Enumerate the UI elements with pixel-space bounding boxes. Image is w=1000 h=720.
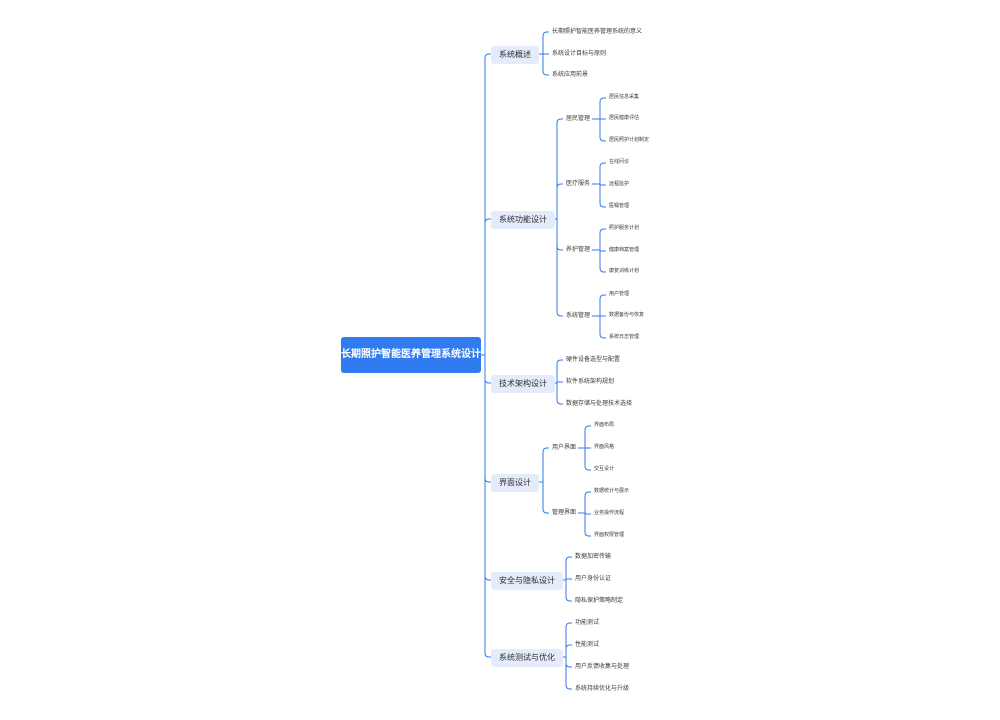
root-title: 长期照护智能医养管理系统设计 [341,349,481,360]
topic-node[interactable]: 性能测试 [575,641,600,648]
leaf-node[interactable]: 交互设计 [594,466,615,472]
topic-node[interactable]: 用户反馈收集与处理 [575,663,630,670]
subbranch-system-mgmt[interactable]: 系统管理 [566,312,591,319]
root-connector [481,53,491,658]
sysmgmt-connector [592,294,606,339]
leaf-node[interactable]: 系统日志管理 [609,334,640,340]
branch-testing-optimization[interactable]: 系统测试与优化 [491,649,563,667]
leaf-node[interactable]: 照护服务计划 [609,225,640,231]
care-connector [592,228,606,273]
topic-node[interactable]: 系统设计目标与原则 [552,50,607,57]
branch-tech-architecture[interactable]: 技术架构设计 [491,375,555,393]
branch-security-privacy[interactable]: 安全与隐私设计 [491,572,563,590]
root-node[interactable]: 长期照护智能医养管理系统设计 [341,337,481,373]
leaf-node[interactable]: 健康档案管理 [609,247,640,253]
resident-connector [592,97,606,142]
leaf-node[interactable]: 用户管理 [609,291,630,297]
leaf-node[interactable]: 居民信息采集 [609,94,640,100]
ui-connector [578,425,591,471]
topic-node[interactable]: 系统持续优化与升级 [575,685,630,692]
leaf-node[interactable]: 界面风格 [594,444,615,450]
leaf-node[interactable]: 医嘱管理 [609,203,630,209]
interface-connector [538,447,549,514]
topic-node[interactable]: 硬件设备选型与配置 [566,356,621,363]
leaf-node[interactable]: 业务操作流程 [594,510,625,516]
subbranch-admin-interface[interactable]: 管理界面 [552,509,577,516]
leaf-node[interactable]: 居民健康评估 [609,115,640,121]
topic-node[interactable]: 长期照护智能医养管理系统的意义 [552,28,643,35]
topic-node[interactable]: 系统应用前景 [552,71,589,78]
branch-interface-design[interactable]: 界面设计 [491,474,539,492]
leaf-node[interactable]: 在线问诊 [609,159,630,165]
branch-overview[interactable]: 系统概述 [491,46,539,64]
topic-node[interactable]: 数据存储与处理技术选择 [566,400,633,407]
leaf-node[interactable]: 康复训练计划 [609,268,640,274]
subbranch-care-mgmt[interactable]: 养护管理 [566,246,591,253]
subbranch-user-interface[interactable]: 用户界面 [552,444,577,451]
subbranch-medical-service[interactable]: 医疗服务 [566,180,591,187]
topic-node[interactable]: 软件系统架构规划 [566,378,615,385]
topic-node[interactable]: 数据加密传输 [575,553,612,560]
overview-connector [538,31,549,76]
leaf-node[interactable]: 居民照护计划制定 [609,137,650,143]
medical-connector [592,162,606,208]
leaf-node[interactable]: 数据统计与展示 [594,488,630,494]
branch-function-design[interactable]: 系统功能设计 [491,211,555,229]
leaf-node[interactable]: 界面权限管理 [594,532,625,538]
subbranch-resident-mgmt[interactable]: 居民管理 [566,115,591,122]
admin-connector [578,491,591,537]
topic-node[interactable]: 功能测试 [575,619,600,626]
topic-node[interactable]: 用户身份认证 [575,575,612,582]
topic-node[interactable]: 隐私保护策略制定 [575,597,624,604]
leaf-node[interactable]: 远程监护 [609,181,630,187]
leaf-node[interactable]: 数据备份与恢复 [609,312,645,318]
leaf-node[interactable]: 界面布局 [594,422,615,428]
